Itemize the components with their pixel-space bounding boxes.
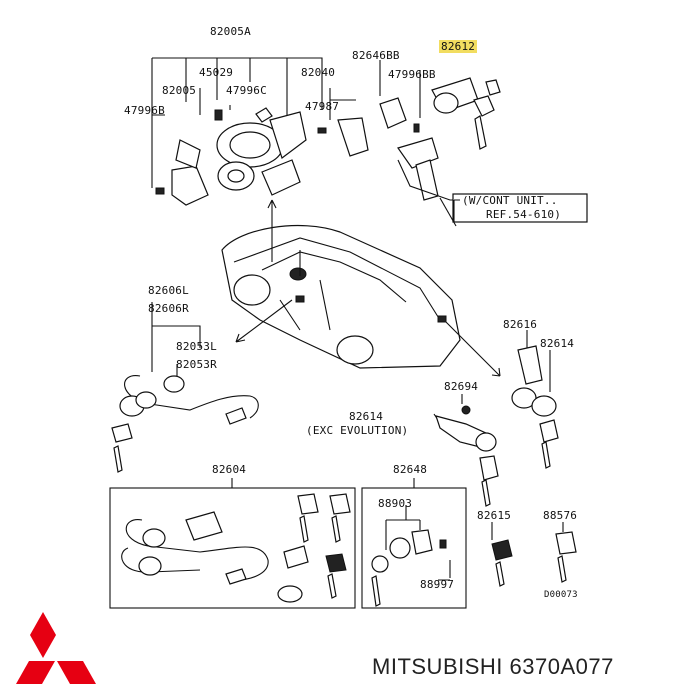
label-82614-center: 82614 [349,410,384,423]
label-82694: 82694 [444,380,479,393]
car-outline [221,224,461,369]
label-88903: 88903 [378,497,413,510]
key-set-82648 [371,529,447,607]
mitsubishi-logo [16,612,96,684]
label-82648: 82648 [393,463,428,476]
label-45029: 45029 [199,66,234,79]
label-82005: 82005 [162,84,197,97]
label-47996BB: 47996BB [388,68,436,81]
label-exc-evolution: (EXC EVOLUTION) [306,424,409,437]
label-diagram-code: D00073 [544,590,578,600]
label-82646BB: 82646BB [352,49,400,62]
label-82612: 82612 [439,40,478,53]
lock-set-82604 [121,493,351,603]
label-cont-unit: (W/CONT UNIT.. [462,194,558,207]
keys-right [491,522,577,587]
door-lock-left [111,375,259,473]
label-82615: 82615 [477,509,512,522]
label-82606R: 82606R [148,302,189,315]
label-82040: 82040 [301,66,336,79]
label-ref-54-610: REF.54-610) [486,208,562,221]
label-82616: 82616 [503,318,538,331]
label-82005A: 82005A [210,25,251,38]
label-82614-right: 82614 [540,337,575,350]
label-47996B: 47996B [124,104,165,117]
cover-47987 [337,117,369,157]
door-lock-right [435,345,559,507]
label-88997: 88997 [420,578,455,591]
label-82606L: 82606L [148,284,189,297]
label-82053L: 82053L [176,340,217,353]
label-47996C: 47996C [226,84,267,97]
label-82604: 82604 [212,463,247,476]
label-47987: 47987 [305,100,340,113]
ignition-cylinder-group [379,77,501,227]
label-88576: 88576 [543,509,578,522]
part-number-caption: MITSUBISHI 6370A077 [372,654,614,679]
label-82053R: 82053R [176,358,217,371]
steering-lock-assembly [155,107,307,206]
